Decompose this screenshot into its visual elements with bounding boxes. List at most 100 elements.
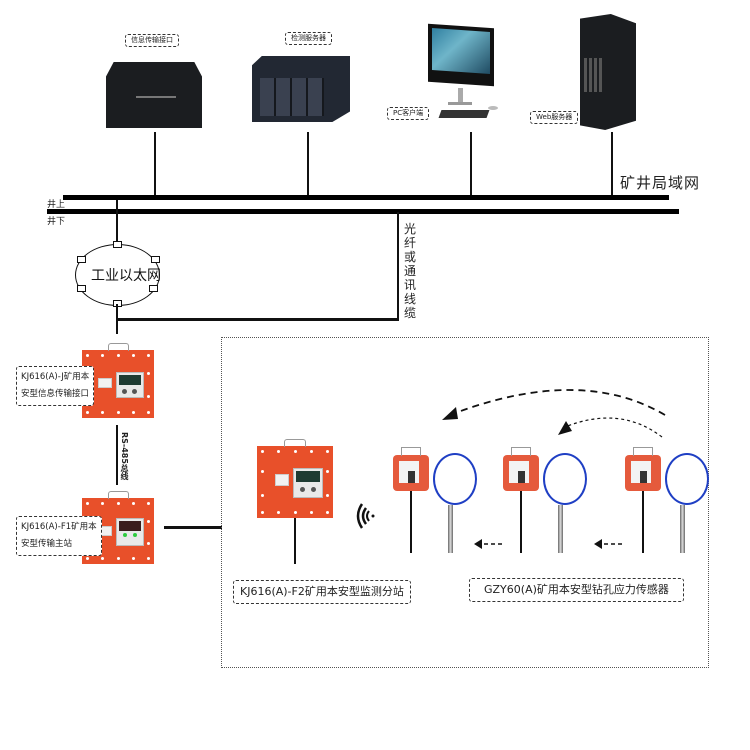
bolt [131, 411, 135, 414]
fiber-link-vertical [397, 212, 399, 320]
info-interface-label: 信息传输接口 [125, 34, 179, 47]
bolt [261, 493, 264, 497]
ring-port [149, 285, 158, 292]
surface-bus [63, 195, 669, 200]
bolt [147, 394, 150, 398]
bolt [131, 557, 135, 560]
left-arrow-icon [474, 539, 502, 549]
bolt [86, 502, 89, 505]
arrowhead [442, 407, 458, 420]
ring-port [113, 300, 122, 307]
bolt [309, 511, 313, 514]
link-to-substation-area [164, 526, 222, 529]
stress-probe [680, 505, 685, 553]
handle [107, 491, 129, 499]
display-panel [293, 468, 323, 498]
monitor-screen [432, 27, 490, 75]
bolt [86, 411, 89, 414]
bolt [293, 450, 297, 453]
display-panel [116, 372, 144, 398]
ring-port [113, 241, 122, 248]
bolt [261, 469, 264, 473]
drive-bays [260, 78, 324, 116]
kj616-f2-substation-device [257, 439, 333, 518]
bolt [147, 541, 150, 545]
bolt [309, 450, 313, 453]
bolt [116, 557, 120, 560]
gzy60-sensor-label: GZY60(A)矿用本安型钻孔应力传感器 [469, 578, 684, 602]
ring-port [77, 256, 86, 263]
handle [107, 343, 129, 351]
web-server-label: Web服务器 [530, 111, 579, 124]
bolt [147, 557, 150, 560]
stress-probe [558, 505, 563, 553]
pc-client-device [428, 23, 500, 126]
sensor-relay-arrows [442, 389, 666, 438]
monitoring-area-frame [221, 337, 709, 668]
bolt [116, 411, 120, 414]
link-pc-client [470, 132, 472, 195]
mouse [488, 106, 498, 110]
kj616-f1-label: KJ616(A)-F1矿用本 安型传输主站 [16, 516, 102, 556]
info-transmission-interface-device [106, 62, 202, 128]
monitor-stand [458, 88, 463, 102]
substation-antenna [294, 518, 296, 564]
kj616-j-label-line2: 安型信息传输接口 [21, 389, 90, 399]
below-ground-label: 井下 [47, 217, 66, 227]
bolt [326, 450, 329, 453]
bolt [86, 354, 89, 357]
monitor-server-device [252, 56, 350, 122]
rs485-bus-line [116, 425, 118, 485]
ring-port [77, 285, 86, 292]
bolt [277, 450, 281, 453]
link-monitor-server [307, 132, 309, 195]
kj616-j-label: KJ616(A)-J矿用本 安型信息传输接口 [16, 366, 95, 406]
wireless-signal-icon [356, 503, 375, 529]
pc-client-label: PC客户端 [387, 107, 430, 120]
keyboard [438, 110, 490, 118]
bolt [293, 511, 297, 514]
rs485-label: RS-485总线 [120, 432, 129, 480]
bolt [116, 502, 120, 505]
ring-port [151, 256, 160, 263]
device-badge [136, 96, 176, 98]
fiber-link-horizontal [116, 318, 399, 321]
bolt [101, 411, 105, 414]
kj616-f1-label-line2: 安型传输主站 [21, 539, 73, 549]
link-web-server [611, 132, 613, 195]
bolt [147, 519, 150, 523]
monitor-server-label: 检测服务器 [285, 32, 332, 45]
bolt [147, 372, 150, 376]
handle [284, 439, 307, 447]
bolt [326, 511, 329, 514]
link-to-interface [116, 304, 118, 334]
display-panel [116, 518, 144, 546]
bolt [326, 469, 329, 473]
bolt [147, 411, 150, 414]
stress-probe [448, 505, 453, 553]
bolt [86, 557, 89, 560]
short-relay-arc [564, 417, 663, 438]
web-server-device [580, 14, 636, 130]
bolt [131, 502, 135, 505]
arrowhead [558, 421, 572, 435]
bolt [101, 354, 105, 357]
bolt [147, 354, 150, 357]
kj616-f1-label-line1: KJ616(A)-F1矿用本 [21, 522, 97, 532]
kj616-j-interface-device [82, 343, 154, 418]
kj616-f2-label: KJ616(A)-F2矿用本安型监测分站 [233, 580, 411, 604]
mine-lan-label: 矿井局域网 [620, 174, 701, 192]
bolt [101, 502, 105, 505]
bolt [261, 511, 264, 514]
monitor-base [448, 102, 472, 105]
bolt [131, 354, 135, 357]
link-info-interface [154, 132, 156, 195]
nameplate [98, 378, 112, 388]
monitor [428, 23, 494, 87]
bolt [277, 511, 281, 514]
drive-slots [584, 58, 602, 92]
ethernet-label: 工业以太网 [91, 268, 161, 284]
left-arrow-icon [594, 539, 622, 549]
bolt [101, 557, 105, 560]
fiber-cable-label: 光纤或通讯线缆 [403, 222, 416, 320]
